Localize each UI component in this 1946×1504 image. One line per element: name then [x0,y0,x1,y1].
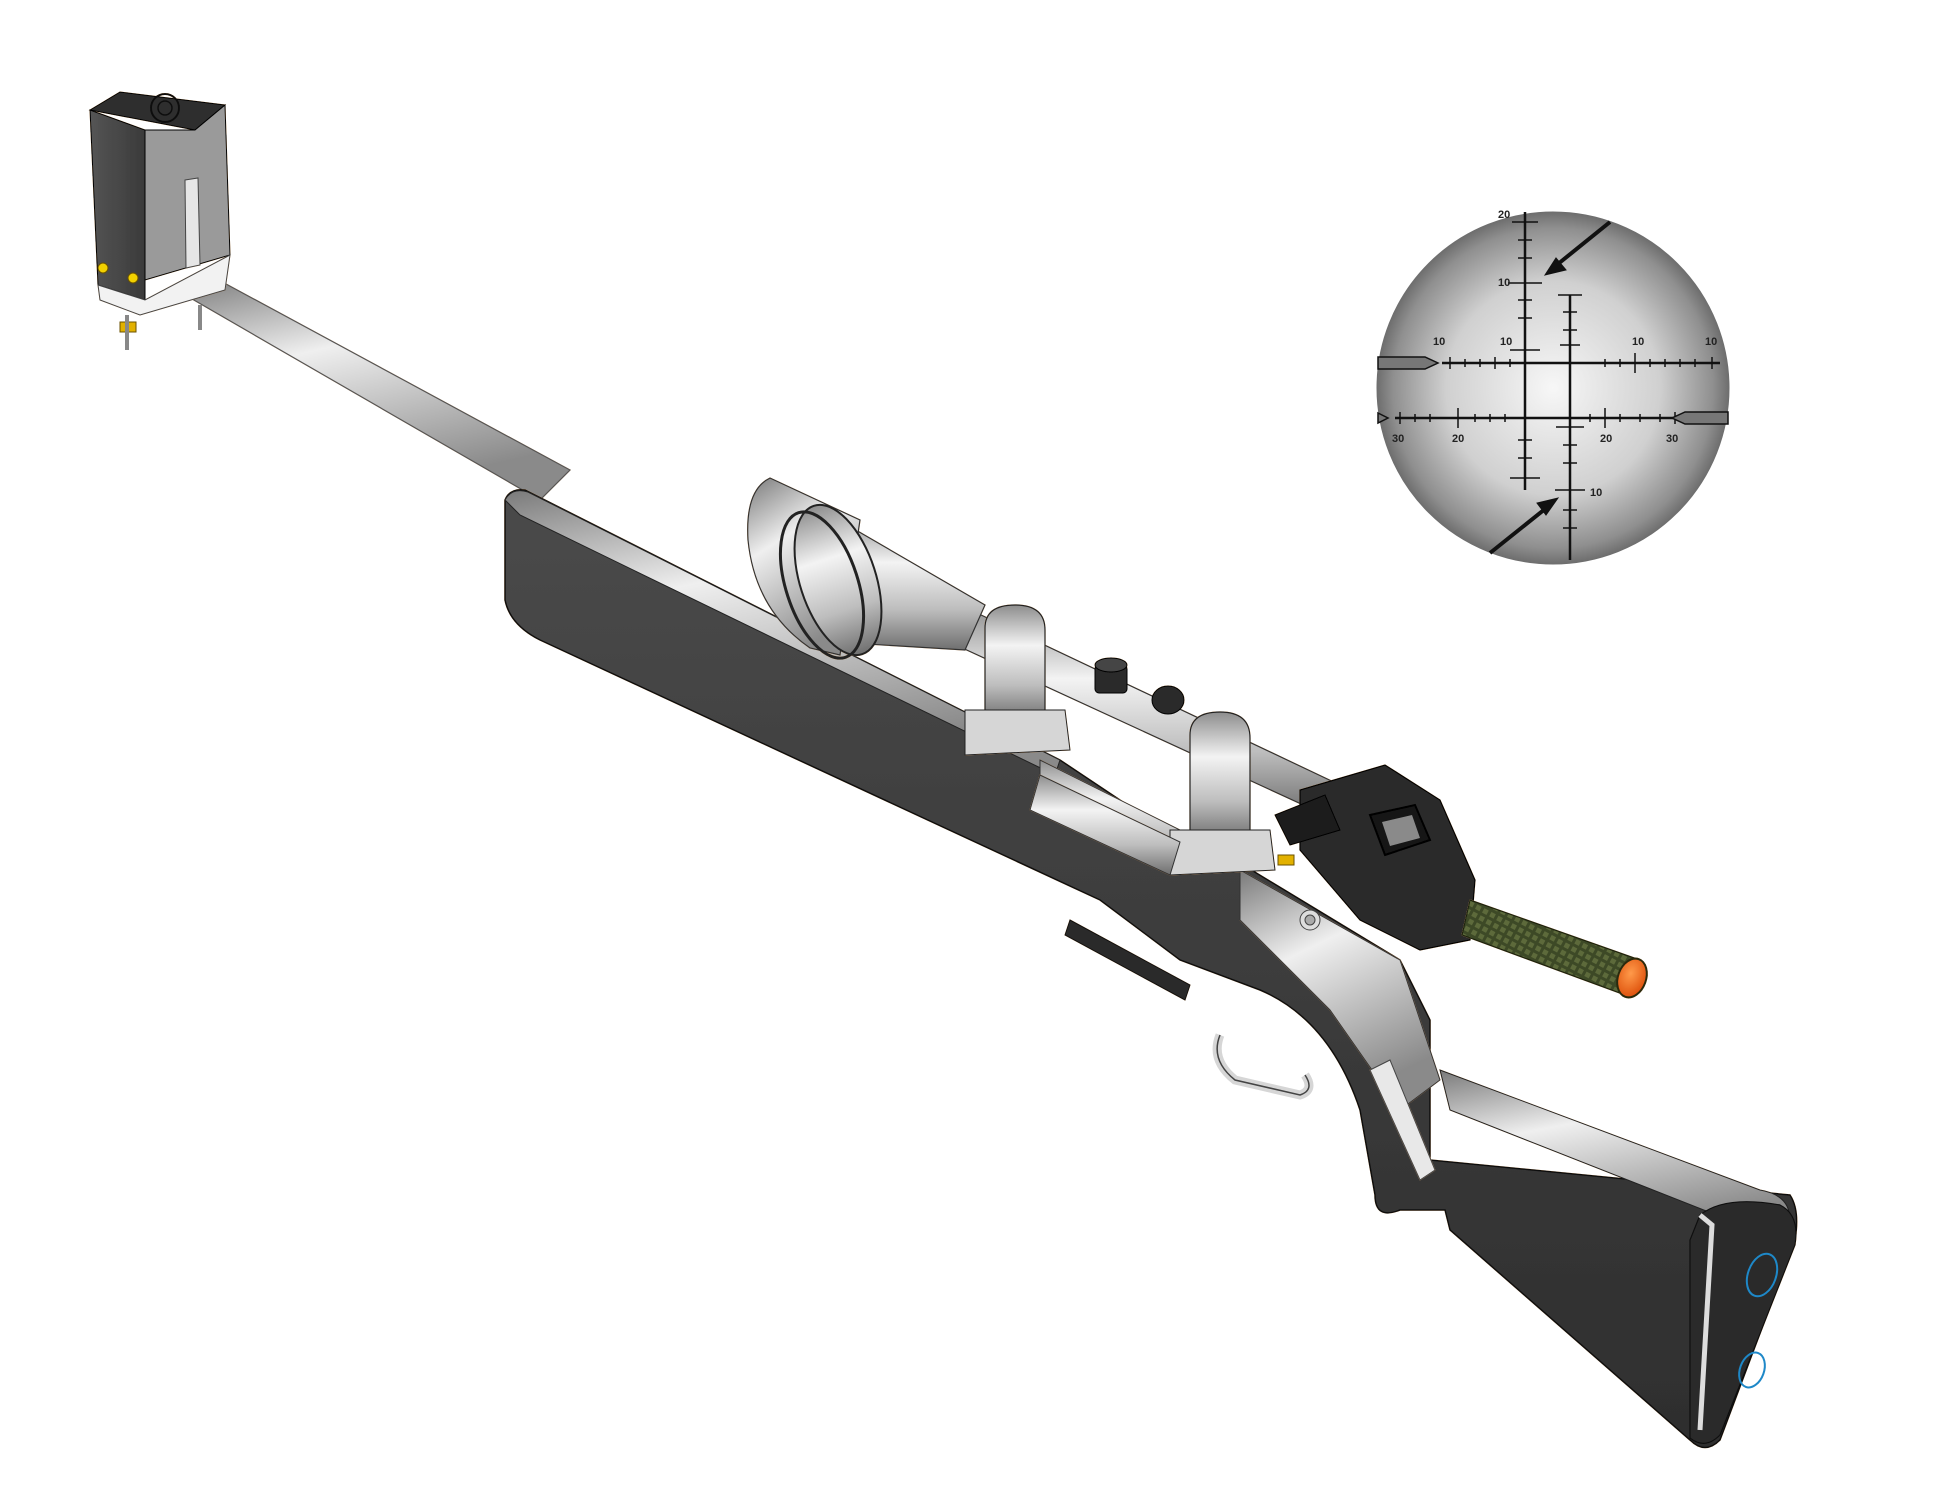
reticle-ticks [1399,221,1713,529]
reticle-label-upper-right: 10 [1705,336,1717,348]
muzzle-camera-module [88,91,231,350]
reticle-label-upper-left: 10 [1433,336,1445,348]
eyepiece-lens [1616,957,1648,999]
barrel [178,277,571,501]
rifle-stock [504,488,1798,1449]
reticle-label-top: 20 [1498,209,1510,221]
reticle-label-bottom: 10 [1590,487,1602,499]
rear-sensor-device [1274,764,1476,951]
trigger-guard [1212,1033,1314,1100]
scope-mount-rings [964,604,1276,876]
knurled-eyepiece [1461,899,1648,999]
reticle-label-lower-right: 30 [1666,433,1678,445]
buttplate-sensor-markers [1738,1252,1779,1389]
reticle-label-lower-right-mid: 20 [1600,433,1612,445]
reticle-label-upper-right-inner: 10 [1632,336,1644,348]
fan-grille-icon [150,93,180,123]
reticle-label-lower-left-mid: 20 [1452,433,1464,445]
scope-reticle-inset: 10 20 10 10 10 10 30 20 20 30 10 [1373,208,1733,568]
reticle-label-upper-left-inner: 10 [1500,336,1512,348]
reticle-label-top-mid: 10 [1498,277,1510,289]
reticle-side-posts [1377,356,1729,425]
reticle-label-lower-left: 30 [1392,433,1404,445]
reticle-arrows [1488,220,1612,555]
